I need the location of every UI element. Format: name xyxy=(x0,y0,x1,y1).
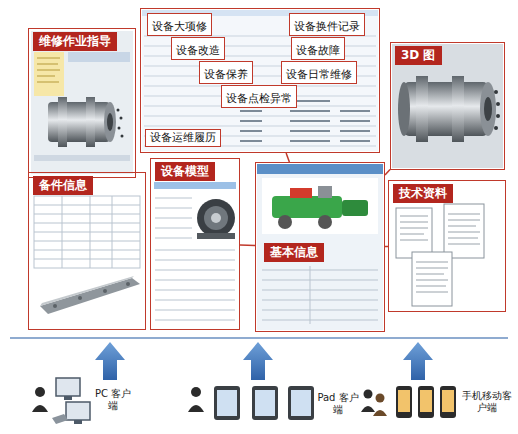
separator-line xyxy=(10,337,508,339)
pc-clients xyxy=(32,378,90,424)
panel-box: 3D 图 xyxy=(390,42,505,170)
client-label: PC 客户端 xyxy=(94,388,132,412)
client-label: Pad 客户端 xyxy=(316,392,360,416)
panel-heading: 备件信息 xyxy=(33,176,93,195)
connector-line xyxy=(286,153,289,162)
item-box: 设备换件记录 xyxy=(289,13,365,36)
basic-info-window xyxy=(257,164,383,330)
panel-box: 维修作业指导 xyxy=(28,28,136,178)
item-label: 设备故障 xyxy=(296,44,340,57)
panel-box: 技术资料 xyxy=(388,180,506,312)
history-table xyxy=(142,10,378,151)
panel-box: 设备运维履历 设备大项修 设备换件记录设备改造 设备故障设备保养 设备日常维修设备点检异… xyxy=(140,8,380,153)
item-label: 设备日常维修 xyxy=(286,68,352,81)
item-box: 设备大项修 xyxy=(147,13,212,36)
document-pages xyxy=(390,182,504,310)
item-label: 设备大项修 xyxy=(152,20,207,33)
item-label: 设备改造 xyxy=(176,44,220,57)
item-label: 设备换件记录 xyxy=(294,20,360,33)
panel-box: 备件信息 xyxy=(28,172,146,330)
panel-heading: 设备运维履历 xyxy=(145,129,221,147)
panel-heading: 技术资料 xyxy=(393,184,453,203)
panel-box: 基本信息 xyxy=(255,162,385,332)
panel-box: 设备模型 xyxy=(150,158,240,330)
spare-parts-form xyxy=(30,174,144,328)
item-box: 设备改造 xyxy=(171,37,225,60)
item-box: 设备故障 xyxy=(291,37,345,60)
item-label: 设备点检异常 xyxy=(226,92,292,105)
3d-model xyxy=(392,44,503,168)
pad-clients xyxy=(188,386,314,420)
connector-line xyxy=(240,244,255,246)
panel-heading: 维修作业指导 xyxy=(33,32,117,51)
panel-heading: 基本信息 xyxy=(264,243,324,262)
panel-heading: 3D 图 xyxy=(395,46,442,65)
item-box: 设备点检异常 xyxy=(221,85,297,108)
item-label: 设备保养 xyxy=(204,68,248,81)
item-box: 设备保养 xyxy=(199,61,253,84)
item-box: 设备日常维修 xyxy=(281,61,357,84)
guide-screenshot xyxy=(31,31,133,175)
panel-heading: 设备模型 xyxy=(155,162,215,181)
client-label: 手机移动客户端 xyxy=(460,390,514,414)
mobile-clients xyxy=(361,386,456,418)
equipment-model-form xyxy=(152,160,238,328)
upload-arrows xyxy=(95,342,433,380)
connector-line xyxy=(385,170,390,176)
